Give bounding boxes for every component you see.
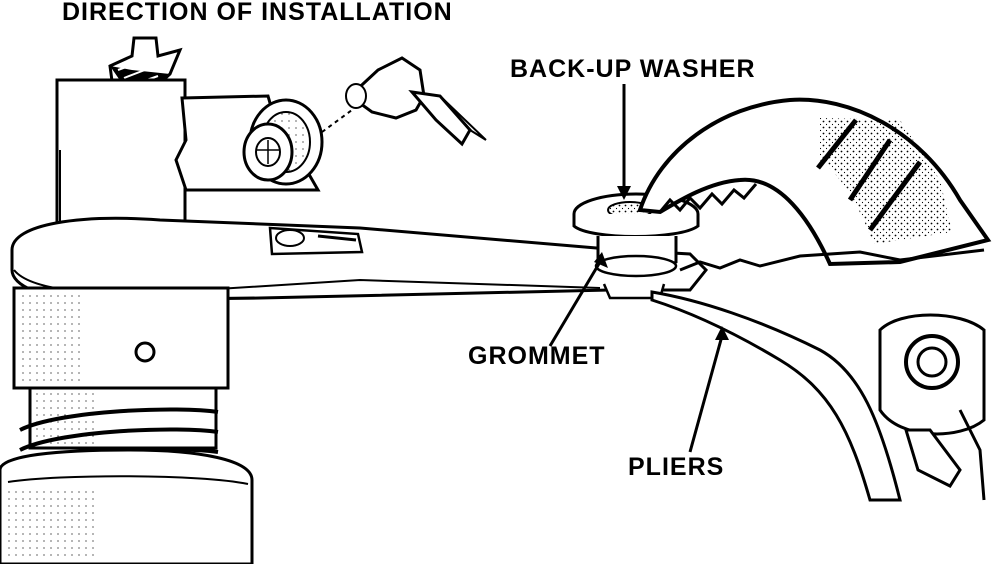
label-direction-of-installation: DIRECTION OF INSTALLATION	[62, 0, 453, 26]
inset-detail	[174, 56, 487, 192]
leader-lines	[548, 84, 729, 453]
shaft-housing	[0, 286, 254, 564]
label-grommet: GROMMET	[468, 342, 606, 370]
label-back-up-washer: BACK-UP WASHER	[510, 55, 756, 83]
label-pliers: PLIERS	[628, 453, 725, 481]
pliers-tool	[637, 97, 992, 502]
